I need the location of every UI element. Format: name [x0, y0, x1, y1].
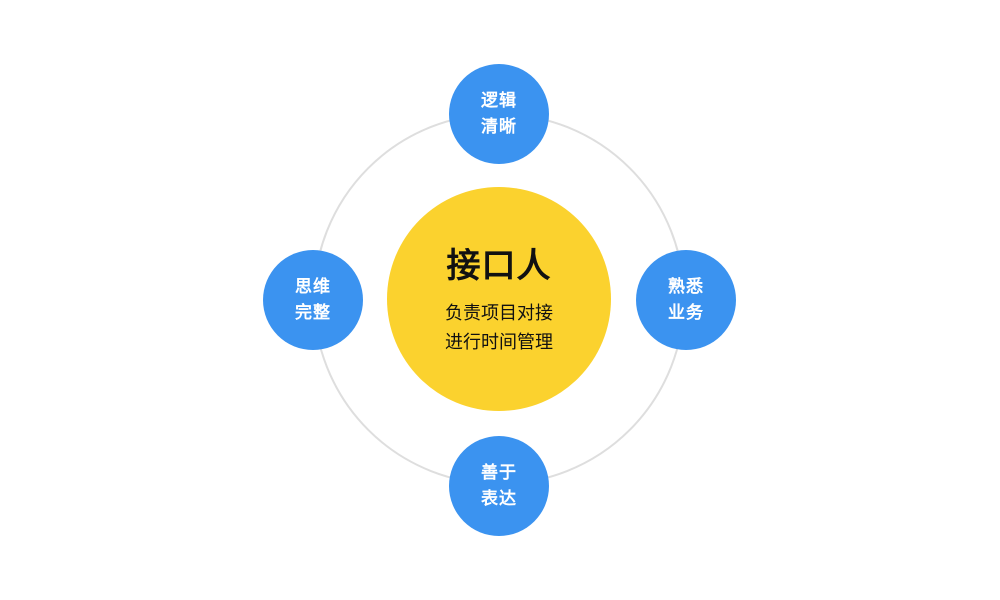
node-right-line-1: 熟悉	[668, 277, 704, 297]
node-right-line-2: 业务	[668, 303, 704, 323]
center-circle: 接口人 负责项目对接 进行时间管理	[387, 187, 611, 411]
node-left-line-1: 思维	[295, 277, 331, 297]
node-bottom-line-1: 善于	[481, 463, 517, 483]
node-top-line-1: 逻辑	[481, 91, 517, 111]
node-left-line-2: 完整	[295, 303, 331, 323]
center-desc-line-2: 进行时间管理	[445, 331, 553, 353]
center-desc-line-1: 负责项目对接	[445, 302, 553, 324]
node-left: 思维 完整	[263, 250, 363, 350]
center-description: 负责项目对接 进行时间管理	[445, 299, 553, 357]
node-bottom-line-2: 表达	[481, 489, 517, 509]
node-right: 熟悉 业务	[636, 250, 736, 350]
node-top: 逻辑 清晰	[449, 64, 549, 164]
node-top-line-2: 清晰	[481, 117, 517, 137]
node-bottom: 善于 表达	[449, 436, 549, 536]
center-title: 接口人	[446, 245, 552, 286]
